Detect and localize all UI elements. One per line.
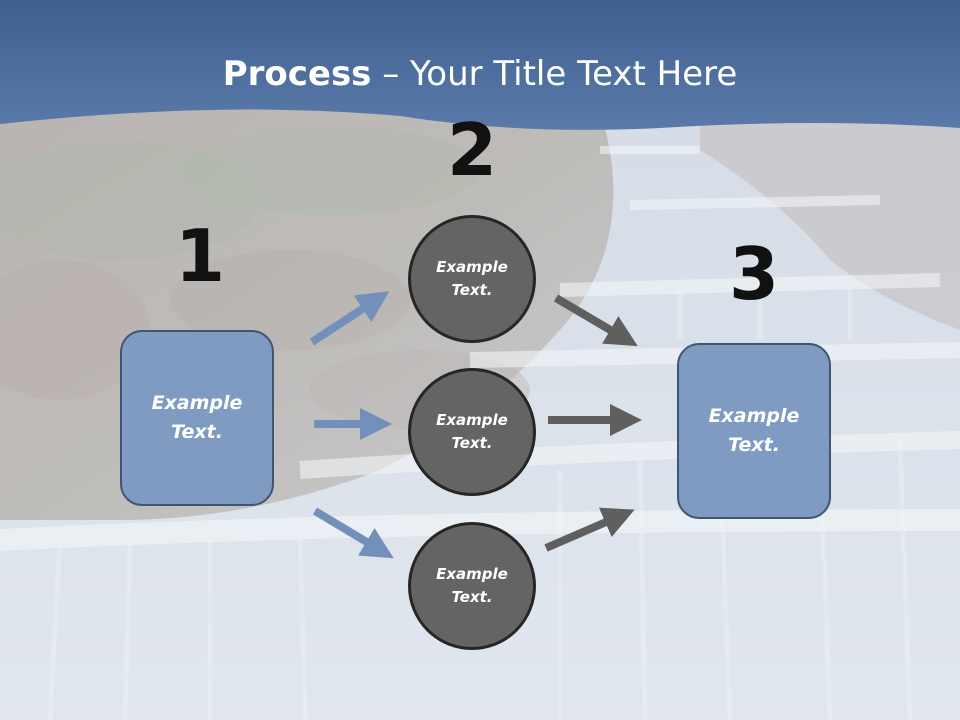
step-3-line2: Text. [728, 434, 780, 456]
step-number-1: 1 [174, 214, 226, 298]
circle-top-line1: Example [436, 258, 508, 276]
circle-bottom-line1: Example [436, 565, 508, 583]
circle-middle[interactable]: Example Text. [408, 368, 536, 496]
step-3-line1: Example [708, 405, 800, 427]
circle-top[interactable]: Example Text. [408, 215, 536, 343]
step-3-box[interactable]: Example Text. [677, 343, 831, 519]
arrow-bottom-circle-to-3 [544, 507, 635, 552]
circle-bottom[interactable]: Example Text. [408, 522, 536, 650]
step-1-box[interactable]: Example Text. [120, 330, 274, 506]
step-1-line1: Example [151, 392, 243, 414]
circle-bottom-line2: Text. [451, 588, 493, 606]
step-number-3: 3 [728, 232, 780, 316]
step-number-2: 2 [446, 108, 498, 192]
step-1-line2: Text. [171, 421, 223, 443]
arrow-1-to-bottom-circle [312, 507, 394, 559]
circle-middle-line2: Text. [451, 434, 493, 452]
slide-title: Process – Your Title Text Here [0, 52, 960, 96]
title-rest: – Your Title Text Here [371, 54, 738, 94]
title-strong: Process [222, 54, 372, 94]
arrow-top-circle-to-3 [553, 294, 638, 347]
circle-middle-line1: Example [436, 411, 508, 429]
circle-top-line2: Text. [451, 281, 493, 299]
arrow-1-to-top-circle [309, 291, 390, 346]
